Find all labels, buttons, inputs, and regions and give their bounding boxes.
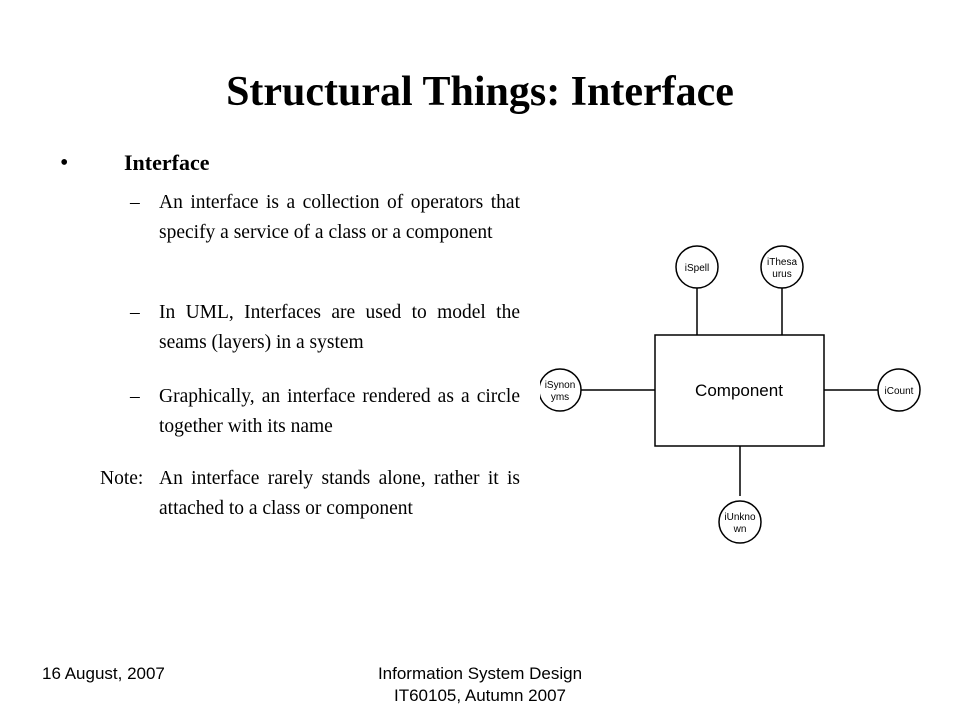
interface-label-isynonyms-1: iSynon <box>545 380 576 391</box>
interface-label-ithesaurus-1: iThesa <box>767 257 797 268</box>
footer-date: 16 August, 2007 <box>42 664 165 683</box>
slide-title: Structural Things: Interface <box>226 69 734 115</box>
sub-point-text: In UML, Interfaces are used to model the… <box>159 302 520 353</box>
interface-circle-isynonyms <box>540 368 582 412</box>
footer-course-line2: IT60105, Autumn 2007 <box>393 686 567 705</box>
interface-circle-iunknown <box>718 500 762 544</box>
note: Note: An interface rarely stands alone, … <box>100 464 520 524</box>
footer-course-line1: Information System Design <box>377 664 583 683</box>
note-body: An interface rarely stands alone, rather… <box>159 468 520 519</box>
sub-point-1: – An interface is a collection of operat… <box>100 188 520 248</box>
bullet-marker: • <box>60 150 69 176</box>
footer-course: Information System Design IT60105, Autum… <box>340 663 620 707</box>
interface-label-isynonyms-2: yms <box>551 392 569 403</box>
interface-label-icount: iCount <box>885 386 914 397</box>
interface-label-iunknown-2: wn <box>733 524 747 535</box>
sub-point-3: – Graphically, an interface rendered as … <box>100 382 520 442</box>
sub-point-marker: – <box>130 192 140 213</box>
sub-point-text: An interface is a collection of operator… <box>159 192 520 243</box>
sub-point-text: Graphically, an interface rendered as a … <box>159 386 520 437</box>
interface-label-iunknown-1: iUnkno <box>724 512 756 523</box>
note-text: An interface rarely stands alone, rather… <box>159 464 520 524</box>
interface-diagram: Component iSpell iThesa urus iSynon yms … <box>540 245 921 544</box>
bullet-heading: Interface <box>124 150 210 175</box>
component-box <box>654 334 825 447</box>
sub-point-2: – In UML, Interfaces are used to model t… <box>100 298 520 358</box>
interface-label-ithesaurus-2: urus <box>772 269 791 280</box>
interface-circle-ithesaurus <box>760 245 804 289</box>
interface-circle-icount <box>877 368 921 412</box>
interface-label-ispell: iSpell <box>685 263 709 274</box>
component-label: Component <box>695 381 783 400</box>
note-lead: Note: <box>100 468 144 489</box>
sub-point-marker: – <box>130 386 140 407</box>
sub-point-marker: – <box>130 302 140 323</box>
interface-circle-ispell <box>675 245 719 289</box>
